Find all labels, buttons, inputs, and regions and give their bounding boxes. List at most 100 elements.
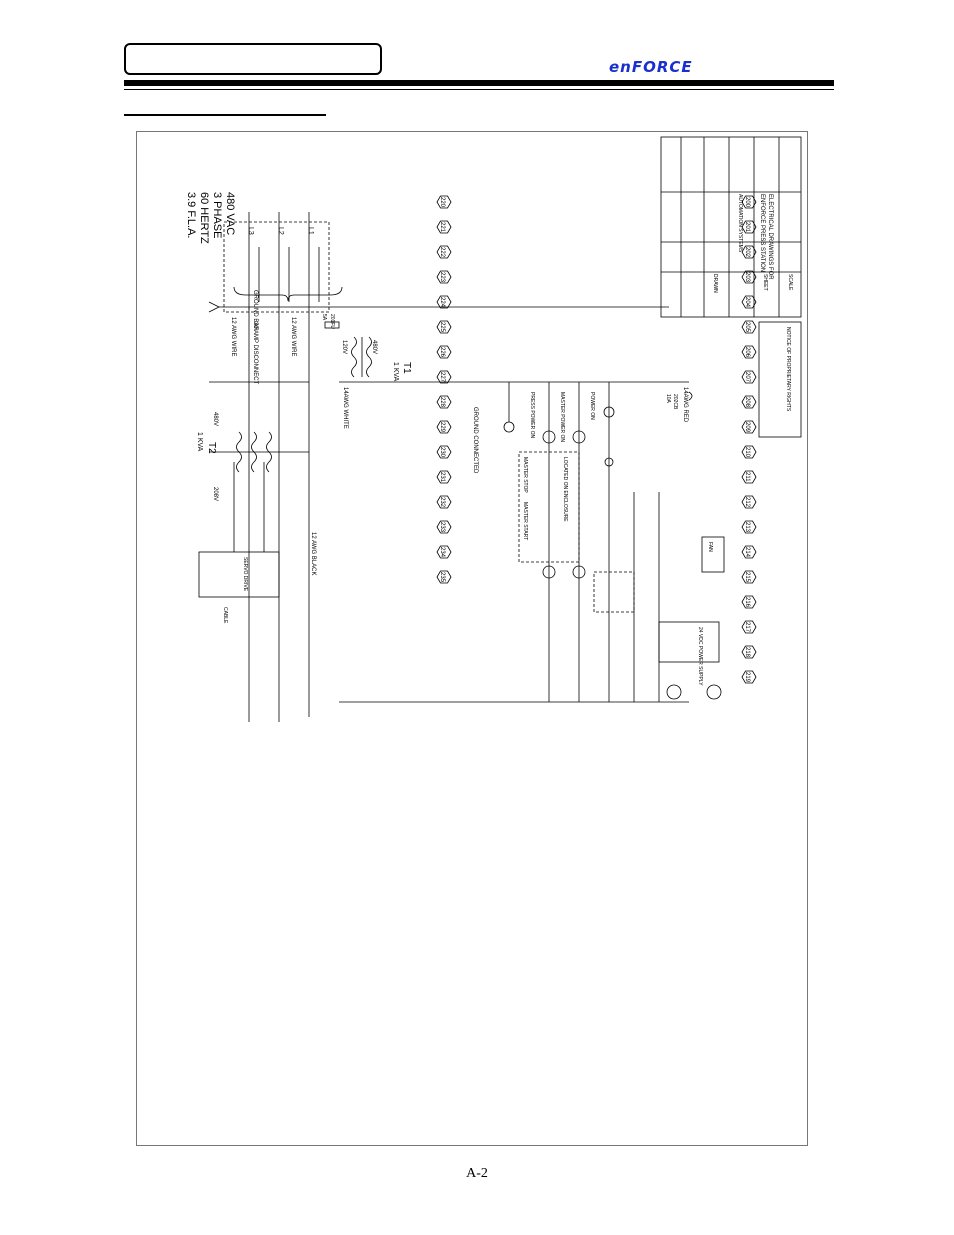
svg-text:219: 219: [744, 672, 750, 683]
row-markers-left: 200 201 202 203 204 205 206 207 208 209 …: [741, 195, 757, 684]
svg-text:207: 207: [744, 372, 750, 383]
svg-text:235: 235: [439, 572, 445, 583]
red-wire-label: 14AWG RED: [682, 387, 688, 423]
phase-label-l3: L3: [247, 227, 254, 235]
svg-text:T1: T1: [401, 362, 412, 374]
svg-text:221: 221: [439, 222, 445, 233]
svg-text:217: 217: [744, 622, 750, 633]
svg-text:480V: 480V: [371, 340, 377, 354]
supply-line-4: 3.9 F.L.A.: [185, 192, 197, 238]
title-block: AUTOMATION SYSTEMS ELECTRICAL DRAWINGS F…: [660, 136, 802, 438]
label-located-on: LOCATED ON ENCLOSURE: [562, 457, 568, 522]
svg-text:204: 204: [744, 297, 750, 308]
svg-text:210: 210: [744, 447, 750, 458]
svg-text:215: 215: [744, 572, 750, 583]
wire-label-2: 12 AWG WIRE: [230, 317, 236, 356]
svg-text:233: 233: [439, 522, 445, 533]
svg-text:218: 218: [744, 647, 750, 658]
ground-bar-label: GROUND BAR: [252, 290, 258, 331]
svg-text:201: 201: [744, 222, 750, 233]
page-number: A-2: [466, 1166, 488, 1181]
svg-text:203: 203: [744, 272, 750, 283]
power-supply-24vdc: 24 VDC POWER SUPPLY: [658, 621, 722, 700]
fuse-201fu: 201FU 5A: [321, 314, 340, 329]
label-power-on: POWER ON: [589, 392, 595, 420]
svg-text:205: 205: [744, 322, 750, 333]
svg-text:5A: 5A: [321, 314, 327, 321]
svg-text:120V: 120V: [341, 340, 347, 354]
disconnect-label: 30 AMP DISCONNECT: [252, 322, 258, 385]
svg-text:202CB: 202CB: [672, 394, 678, 410]
section-underline: [124, 114, 326, 116]
schematic-rotated: 480 VAC 3 PHASE 60 HERTZ 3.9 F.L.A. L1 L…: [137, 132, 809, 1147]
svg-text:201FU: 201FU: [329, 314, 335, 329]
svg-text:208V: 208V: [212, 487, 218, 501]
supply-line-3: 60 HERTZ: [198, 192, 210, 244]
label-master-stop: MASTER STOP: [522, 457, 528, 493]
svg-text:206: 206: [744, 347, 750, 358]
svg-text:214: 214: [744, 547, 750, 558]
svg-text:212: 212: [744, 497, 750, 508]
svg-text:229: 229: [439, 422, 445, 433]
svg-text:234: 234: [439, 547, 445, 558]
schematic-sheet: 480 VAC 3 PHASE 60 HERTZ 3.9 F.L.A. L1 L…: [136, 131, 808, 1146]
svg-text:24 VDC POWER SUPPLY: 24 VDC POWER SUPPLY: [697, 627, 703, 686]
header-rule-thick: [124, 80, 834, 86]
servo-drive-box: SERVO DRIVE CABLE: [198, 462, 280, 624]
svg-text:T2: T2: [206, 442, 217, 454]
svg-text:10A: 10A: [665, 394, 671, 404]
svg-text:226: 226: [439, 347, 445, 358]
wire-label-3: 12 AWG WIRE: [290, 317, 296, 356]
title-company: AUTOMATION SYSTEMS: [737, 194, 743, 253]
svg-text:228: 228: [439, 397, 445, 408]
svg-text:225: 225: [439, 322, 445, 333]
title-note: NOTICE OF PROPRIETARY RIGHTS: [785, 327, 791, 412]
svg-text:230: 230: [439, 447, 445, 458]
brand-logo: enFORCE: [609, 58, 693, 76]
phase-label-l2: L2: [277, 227, 284, 235]
supply-line-1: 480 VAC: [224, 192, 236, 235]
title-scale: SCALE: [787, 274, 793, 291]
svg-text:GROUND CONNECTED: GROUND CONNECTED: [472, 407, 478, 474]
supply-line-2: 3 PHASE: [211, 192, 223, 238]
svg-text:480V: 480V: [212, 412, 218, 426]
transformer-t2: T2 1 KVA 480V 208V: [196, 381, 309, 501]
svg-text:211: 211: [744, 472, 750, 482]
white-wire-label: 14AWG WHITE: [342, 387, 348, 429]
fan-box: FAN: [701, 536, 725, 573]
svg-text:231: 231: [439, 472, 445, 483]
title-line-2: ENFORCE PRESS STATION: [759, 194, 765, 272]
title-sheet: SHEET: [762, 274, 768, 291]
svg-text:1 KVA: 1 KVA: [392, 362, 399, 382]
schematic-drawing: 480 VAC 3 PHASE 60 HERTZ 3.9 F.L.A. L1 L…: [185, 136, 802, 722]
label-master-start: MASTER START: [522, 502, 528, 540]
arrow-l1: [208, 301, 220, 313]
header-rule-thin: [124, 89, 834, 90]
svg-text:CABLE: CABLE: [222, 607, 228, 624]
wire-label-1: 12 AWG BLACK: [310, 532, 316, 575]
svg-text:227: 227: [439, 372, 445, 383]
svg-text:220: 220: [439, 197, 445, 208]
svg-text:1 KVA: 1 KVA: [196, 432, 203, 452]
title-line-1: ELECTRICAL DRAWINGS FOR: [767, 194, 773, 280]
svg-text:224: 224: [439, 297, 445, 308]
disconnect-box: [223, 221, 330, 313]
row-markers-right: 220 221 222 223 224 225 226 227 228 229 …: [436, 195, 452, 584]
phase-label-l1: L1: [307, 227, 314, 235]
svg-text:223: 223: [439, 272, 445, 283]
label-master-power: MASTER POWER ON: [559, 392, 565, 442]
svg-text:213: 213: [744, 522, 750, 533]
title-drawn: DRAWN: [712, 274, 718, 293]
label-press-power: PRESS POWER ON: [529, 392, 535, 439]
svg-text:222: 222: [439, 247, 445, 258]
svg-text:209: 209: [744, 422, 750, 433]
supply-label-group: 480 VAC 3 PHASE 60 HERTZ 3.9 F.L.A.: [185, 192, 236, 244]
header-tab-box: [124, 43, 382, 75]
ground-connected-indicator: GROUND CONNECTED: [472, 382, 515, 474]
svg-text:SERVO DRIVE: SERVO DRIVE: [242, 557, 248, 592]
svg-text:FAN: FAN: [707, 542, 713, 552]
svg-text:202: 202: [744, 247, 750, 258]
svg-text:216: 216: [744, 597, 750, 608]
fuse-202cb: 202CB 10A: [665, 391, 693, 410]
control-rungs: LOCATED ON ENCLOSURE MASTER STOP MASTER …: [518, 382, 660, 702]
